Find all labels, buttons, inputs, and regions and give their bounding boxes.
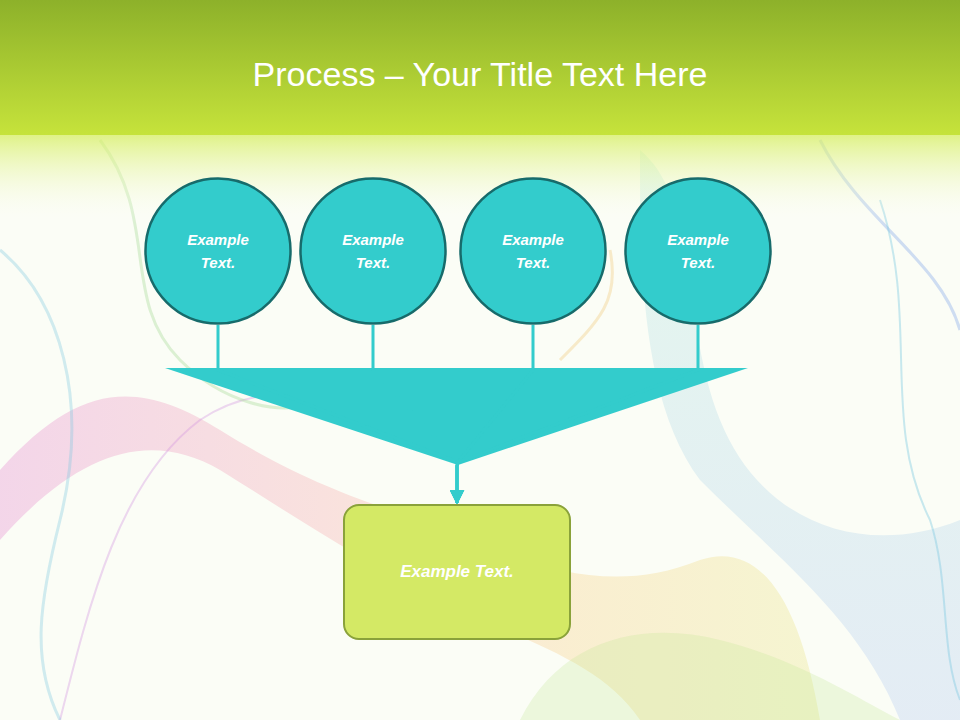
node-text: Example Text. <box>400 561 514 583</box>
circle-outline <box>624 177 772 325</box>
process-circle: Example Text. <box>144 177 292 325</box>
node-text: Example Text. <box>338 228 408 274</box>
merge-connector <box>373 325 458 503</box>
merge-connector <box>457 325 698 503</box>
circle-outline <box>144 177 292 325</box>
node-text: Example Text. <box>498 228 568 274</box>
circle-outline <box>299 177 447 325</box>
merge-connector <box>457 325 533 503</box>
node-text: Example Text. <box>183 228 253 274</box>
process-circle: Example Text. <box>459 177 607 325</box>
circle-outline <box>459 177 607 325</box>
header-band <box>0 0 960 135</box>
result-box: Example Text. <box>343 504 571 640</box>
process-circle: Example Text. <box>299 177 447 325</box>
node-text: Example Text. <box>663 228 733 274</box>
process-circle: Example Text. <box>624 177 772 325</box>
merge-connector <box>218 325 458 503</box>
slide-title: Process – Your Title Text Here <box>0 50 960 98</box>
ribbons <box>0 140 960 720</box>
